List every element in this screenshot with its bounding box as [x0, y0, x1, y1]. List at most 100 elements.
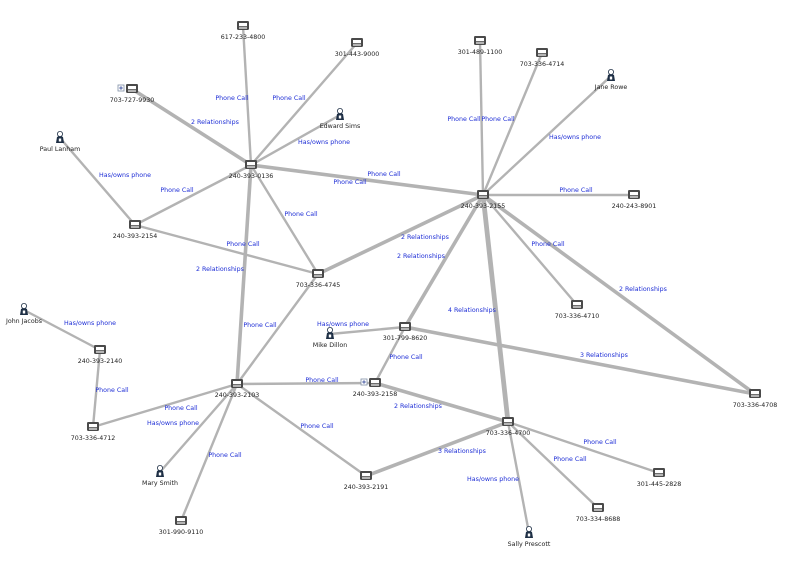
node-n9110[interactable]: 301-990-9110: [159, 516, 204, 536]
edge-n4700-n8688[interactable]: [506, 420, 600, 510]
edge-label[interactable]: Has/owns phone: [317, 321, 369, 328]
edge-n703727-n0136[interactable]: [130, 87, 253, 167]
node-n4712[interactable]: 703-336-4712: [71, 422, 116, 442]
edge-n8620-n2158[interactable]: [373, 325, 407, 385]
node-n703727[interactable]: 703-727-9930: [110, 84, 155, 104]
edge-label[interactable]: 2 Relationships: [397, 253, 445, 260]
edge-n4700-n2828[interactable]: [506, 420, 661, 475]
node-n0136[interactable]: 240-393-0136: [229, 160, 274, 180]
edge-n0136-n4745[interactable]: [249, 163, 320, 276]
edge-nJohn-n2140[interactable]: [22, 308, 102, 352]
node-n2191[interactable]: 240-393-2191: [344, 471, 389, 491]
edge-label[interactable]: Has/owns phone: [147, 420, 199, 427]
node-n2103[interactable]: 240-393-2103: [215, 379, 260, 399]
edge-label[interactable]: Phone Call: [164, 405, 198, 412]
node-n2155[interactable]: 240-393-2155: [461, 190, 506, 210]
edge-nEdward-n0136[interactable]: [249, 113, 342, 167]
node-n4708[interactable]: 703-336-4708: [733, 389, 778, 409]
node-nJane[interactable]: Jane Rowe: [594, 69, 628, 91]
edge-label[interactable]: Phone Call: [208, 452, 242, 459]
node-n4714[interactable]: 703-336-4714: [520, 48, 565, 68]
node-n4745[interactable]: 703-336-4745: [296, 269, 341, 289]
node-nMike[interactable]: Mike Dillon: [313, 326, 347, 349]
node-n8688[interactable]: 703-334-8688: [576, 503, 621, 523]
edge-n2103-nMary[interactable]: [158, 382, 239, 474]
edge-label[interactable]: Phone Call: [333, 179, 367, 186]
edge-n301443-n0136[interactable]: [249, 41, 359, 167]
edge-label[interactable]: 2 Relationships: [401, 234, 449, 241]
node-n2828[interactable]: 301-445-2828: [637, 468, 682, 488]
edge-label[interactable]: Phone Call: [284, 211, 318, 218]
edge-label[interactable]: 2 Relationships: [619, 286, 667, 293]
edge-label[interactable]: 2 Relationships: [196, 266, 244, 273]
edge-n2140-n4712[interactable]: [91, 348, 102, 429]
edge-n0136-n2154[interactable]: [133, 163, 253, 227]
edge-n617-n0136[interactable]: [241, 24, 253, 167]
node-n8901[interactable]: 240-243-8901: [612, 190, 657, 210]
edge-label[interactable]: Phone Call: [95, 387, 129, 394]
edge-label[interactable]: Phone Call: [243, 322, 277, 329]
node-n301443[interactable]: 301-443-9000: [335, 38, 380, 58]
edge-label[interactable]: Phone Call: [367, 171, 401, 178]
node-n2140[interactable]: 240-393-2140: [78, 345, 123, 365]
edge-label[interactable]: Has/owns phone: [64, 320, 116, 327]
edge-n0136-n2155[interactable]: [249, 163, 485, 197]
node-n617[interactable]: 617-233-4800: [221, 21, 266, 41]
edge-label[interactable]: Phone Call: [531, 241, 565, 248]
edge-label[interactable]: 3 Relationships: [438, 448, 486, 455]
node-nPaul[interactable]: Paul Lanham: [40, 130, 80, 153]
edge-n4714-n2155[interactable]: [481, 51, 544, 197]
edge-n2155-n4710[interactable]: [481, 193, 579, 307]
edge-label[interactable]: 4 Relationships: [448, 307, 496, 314]
edge-label[interactable]: Phone Call: [160, 187, 194, 194]
node-n2158[interactable]: 240-393-2158: [353, 378, 398, 398]
edge-label[interactable]: Has/owns phone: [99, 172, 151, 179]
edge-label[interactable]: Has/owns phone: [467, 476, 519, 483]
edge-n2155-n4700[interactable]: [480, 192, 511, 425]
edge-n4700-nSally[interactable]: [506, 420, 531, 535]
edge-n4745-n2103[interactable]: [235, 272, 320, 386]
edge-label[interactable]: 2 Relationships: [191, 119, 239, 126]
edge-label[interactable]: Phone Call: [447, 116, 481, 123]
edge-n2155-n4708[interactable]: [481, 193, 757, 396]
edge-label[interactable]: 2 Relationships: [394, 403, 442, 410]
edge-label[interactable]: Phone Call: [226, 241, 260, 248]
edge-label[interactable]: 3 Relationships: [580, 352, 628, 359]
edge-label[interactable]: Has/owns phone: [298, 139, 350, 146]
edge-n2155-n8620[interactable]: [403, 193, 485, 329]
edge-label[interactable]: Has/owns phone: [549, 134, 601, 141]
edge-label[interactable]: Phone Call: [389, 354, 423, 361]
edge-label[interactable]: Phone Call: [272, 95, 306, 102]
edge-n2155-n4745[interactable]: [316, 193, 485, 276]
node-n2154[interactable]: 240-393-2154: [113, 220, 158, 240]
edge-n8620-n4708[interactable]: [403, 325, 757, 396]
edge-n2103-n9110[interactable]: [179, 382, 239, 523]
expand-icon[interactable]: [360, 378, 368, 386]
node-nJohn[interactable]: John Jacobs: [5, 302, 42, 325]
edge-label[interactable]: Phone Call: [559, 187, 593, 194]
edge-label[interactable]: Phone Call: [215, 95, 249, 102]
node-n8620[interactable]: 301-799-8620: [383, 322, 428, 342]
node-nEdward[interactable]: Edward Sims: [320, 108, 361, 130]
edge-label[interactable]: Phone Call: [300, 423, 334, 430]
edge-nMike-n8620[interactable]: [328, 325, 407, 336]
edge-nJane-n2155[interactable]: [481, 74, 613, 197]
edge-label[interactable]: Phone Call: [583, 439, 617, 446]
edge-n2154-n4745[interactable]: [133, 223, 320, 276]
node-n4710[interactable]: 703-336-4710: [555, 300, 600, 320]
edge-n2103-n4712[interactable]: [91, 382, 239, 429]
node-n1100[interactable]: 301-489-1100: [458, 36, 503, 56]
edge-n2158-n4700[interactable]: [373, 381, 510, 424]
node-n4700[interactable]: 703-336-4700: [486, 417, 531, 437]
edge-label[interactable]: Phone Call: [553, 456, 587, 463]
edge-label[interactable]: Phone Call: [481, 116, 515, 123]
node-nMary[interactable]: Mary Smith: [142, 464, 178, 487]
edge-n2103-n2191[interactable]: [235, 382, 368, 478]
expand-icon[interactable]: [117, 84, 125, 92]
edge-label[interactable]: Phone Call: [305, 377, 339, 384]
node-nSally[interactable]: Sally Prescott: [508, 526, 551, 548]
edge-n0136-n2103[interactable]: [235, 163, 253, 386]
edge-nPaul-n2154[interactable]: [58, 136, 137, 227]
edge-n2191-n4700[interactable]: [364, 420, 510, 478]
edge-n1100-n2155[interactable]: [478, 39, 485, 197]
